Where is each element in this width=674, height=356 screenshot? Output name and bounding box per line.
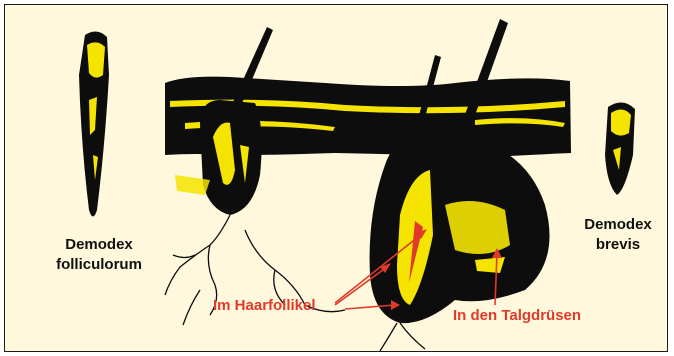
skin-cross-section-illustration	[5, 5, 668, 352]
demodex-brevis-line1: Demodex	[563, 215, 668, 235]
hair-follicle-with-sebaceous-gland	[370, 19, 550, 323]
demodex-folliculorum-label: Demodex folliculorum	[29, 235, 169, 275]
haarfollikel-label: Im Haarfollikel	[213, 296, 316, 316]
diagram-frame: Demodex folliculorum Demodex brevis Im H…	[4, 4, 668, 352]
talgdruesen-label: In den Talgdrüsen	[453, 306, 581, 326]
demodex-folliculorum-line2: folliculorum	[29, 255, 169, 275]
demodex-brevis-label: Demodex brevis	[563, 215, 668, 255]
demodex-brevis-line2: brevis	[563, 235, 668, 255]
demodex-brevis-mite	[605, 102, 635, 195]
demodex-folliculorum-mite	[79, 31, 109, 216]
demodex-folliculorum-line1: Demodex	[29, 235, 169, 255]
